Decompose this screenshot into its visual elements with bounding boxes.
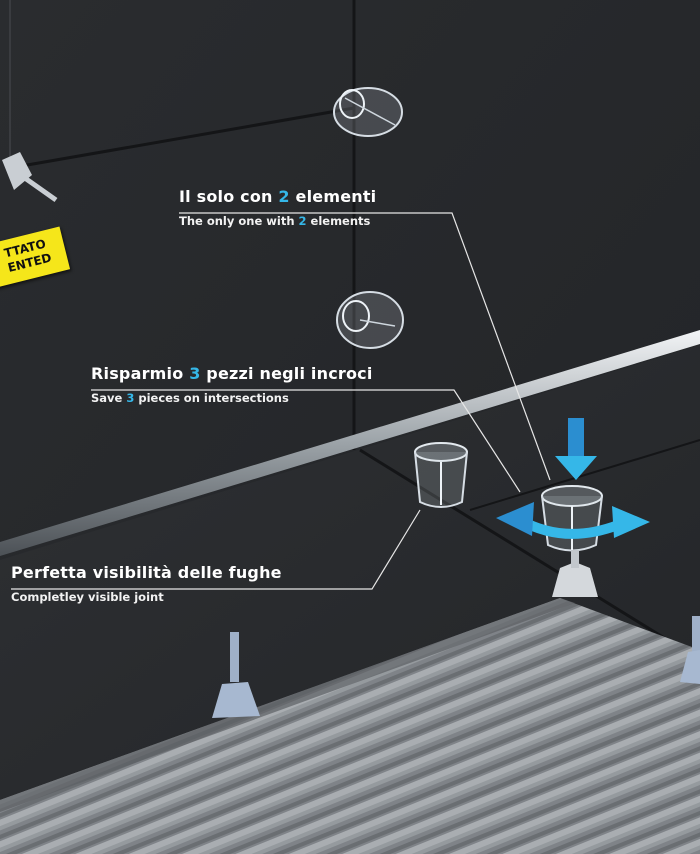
spacer-clip-icon	[680, 616, 700, 684]
callout-line	[179, 212, 551, 481]
wall-joint	[9, 106, 355, 170]
caption-title: Perfetta visibilità delle fughe	[11, 563, 282, 582]
caption-subtitle: Save 3 pieces on intersections	[91, 391, 289, 405]
floor-joint	[359, 448, 700, 662]
mortar-bed	[0, 598, 700, 854]
caption-save-pieces: Risparmio 3 pezzi negli incroci Save 3 p…	[91, 364, 373, 405]
spacer-clip-icon	[552, 550, 598, 597]
edge-profile	[0, 330, 700, 556]
clear-cap-icon	[333, 87, 403, 137]
clear-cap-icon	[336, 291, 404, 349]
clear-cap-icon	[414, 442, 468, 508]
callout-line	[91, 389, 521, 493]
caption-title: Il solo con 2 elementi	[179, 187, 377, 206]
caption-two-elements: Il solo con 2 elementi The only one with…	[179, 187, 376, 228]
rotation-arrows-icon	[496, 502, 650, 539]
floor-joint	[469, 439, 700, 511]
caption-title: Risparmio 3 pezzi negli incroci	[91, 364, 373, 383]
caption-subtitle: The only one with 2 elements	[179, 214, 371, 228]
caption-subtitle: Completley visible joint	[11, 590, 164, 604]
down-arrow-icon	[555, 418, 597, 480]
caption-visible-joint: Perfetta visibilità delle fughe Completl…	[11, 563, 282, 604]
clear-cap-icon	[541, 485, 603, 552]
spacer-clip-icon	[212, 632, 260, 718]
spacer-clip-icon	[2, 152, 58, 203]
callout-line	[11, 509, 421, 590]
mortar-edge	[0, 598, 575, 812]
